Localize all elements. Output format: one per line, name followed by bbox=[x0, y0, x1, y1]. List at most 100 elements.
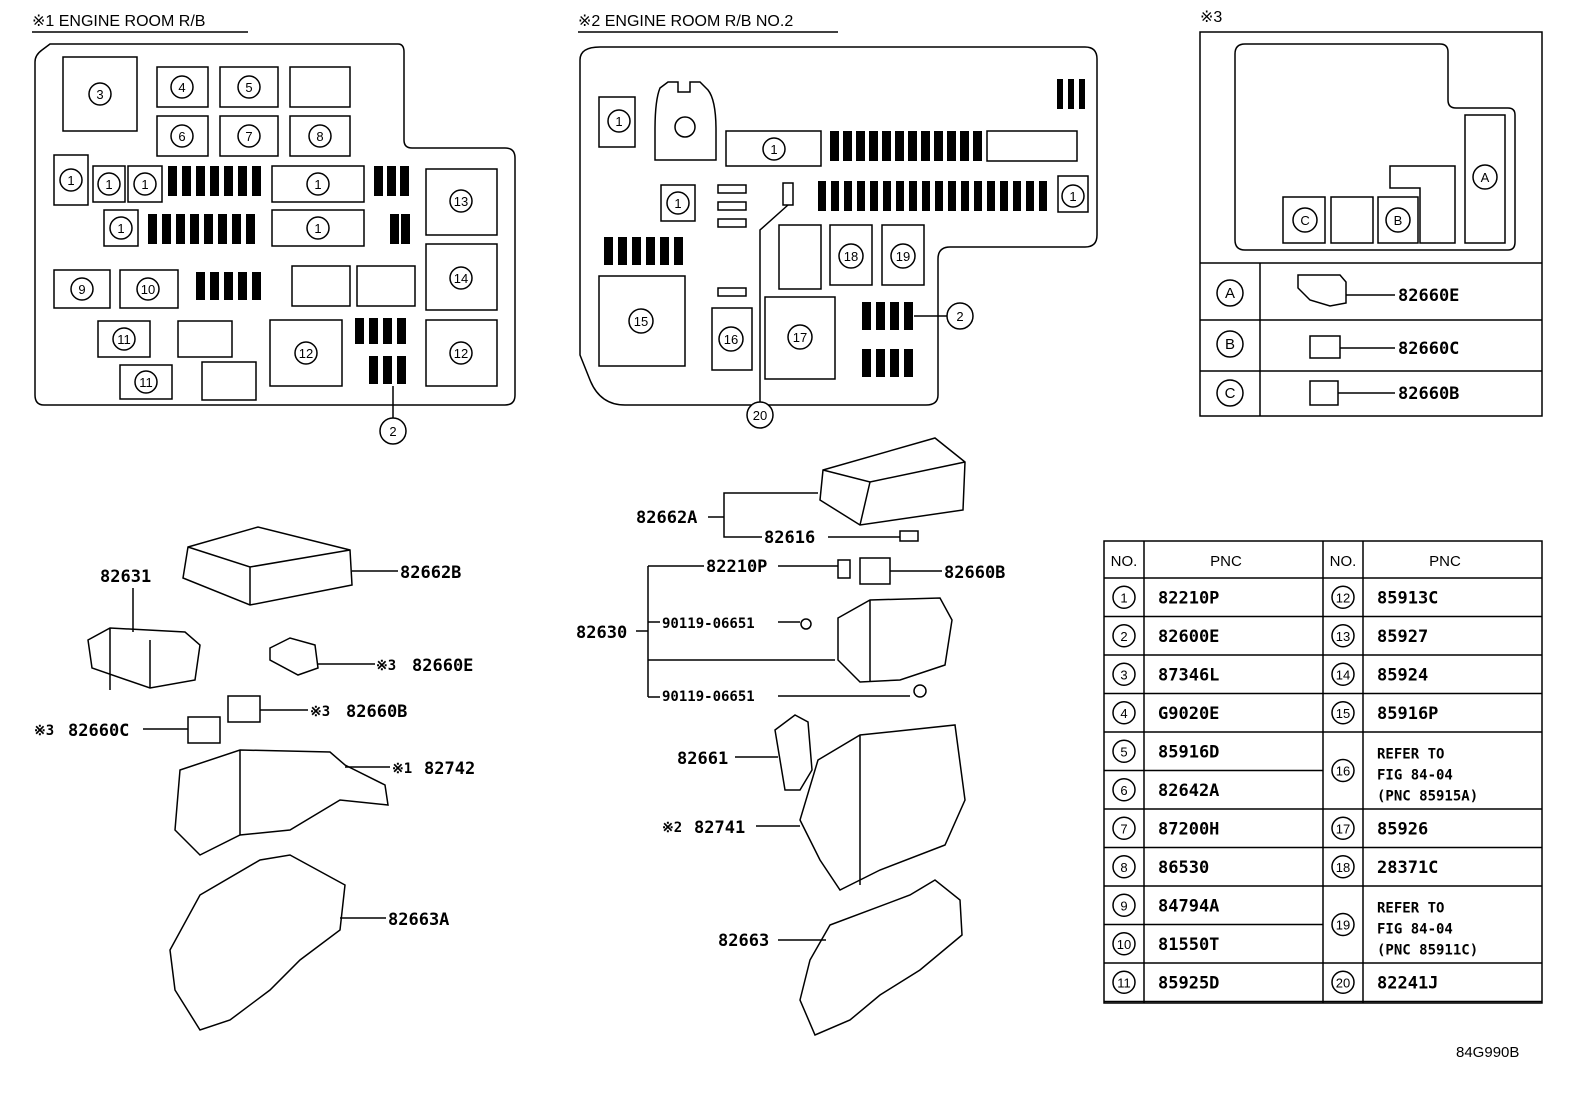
table-row: 6 82642A bbox=[1112, 778, 1219, 802]
svg-text:5: 5 bbox=[245, 80, 252, 95]
table-cell-pnc: 85927 bbox=[1377, 627, 1428, 647]
svg-text:13: 13 bbox=[454, 194, 468, 209]
svg-text:6: 6 bbox=[1120, 783, 1127, 798]
svg-text:9: 9 bbox=[78, 282, 85, 297]
table-cell-pnc: 85916D bbox=[1158, 742, 1219, 762]
table-row: 16 REFER TO FIG 84-04 (PNC 85915A) bbox=[1331, 747, 1478, 805]
svg-text:14: 14 bbox=[1336, 667, 1350, 682]
table-header-no-2: NO. bbox=[1330, 553, 1357, 570]
part-82663a: 82663A bbox=[388, 910, 449, 930]
table-cell-pnc: 87200H bbox=[1158, 819, 1219, 839]
table-cell-pnc: 86530 bbox=[1158, 858, 1209, 878]
svg-text:7: 7 bbox=[1120, 821, 1127, 836]
svg-text:11: 11 bbox=[1117, 975, 1131, 990]
table-cell-note: FIG 84-04 bbox=[1377, 768, 1453, 784]
svg-text:※2: ※2 bbox=[662, 820, 682, 836]
svg-text:10: 10 bbox=[1117, 937, 1131, 952]
table-cell-pnc: 82642A bbox=[1158, 781, 1219, 801]
table-cell-pnc: 85925D bbox=[1158, 973, 1219, 993]
svg-text:13: 13 bbox=[1336, 629, 1350, 644]
svg-text:17: 17 bbox=[1336, 821, 1350, 836]
section1-markers: 1 1 1 1 1 1 2 3 4 5 6 7 8 9 10 11 11 12 … bbox=[59, 75, 473, 445]
svg-text:1: 1 bbox=[674, 196, 681, 211]
svg-text:C: C bbox=[1225, 385, 1236, 402]
part-82660c: 82660C bbox=[68, 721, 129, 741]
svg-text:82660E: 82660E bbox=[1398, 286, 1459, 306]
svg-text:14: 14 bbox=[454, 271, 468, 286]
svg-text:2: 2 bbox=[956, 309, 963, 324]
legend-row-c: C 82660B bbox=[1216, 379, 1459, 407]
part-90119-06651-b: 90119-06651 bbox=[662, 689, 755, 705]
table-cell-pnc: 85916P bbox=[1377, 704, 1438, 724]
table-row: 7 87200H bbox=[1112, 816, 1219, 840]
svg-text:16: 16 bbox=[1336, 764, 1350, 779]
section1-title: ※1 ENGINE ROOM R/B bbox=[32, 13, 205, 30]
svg-text:A: A bbox=[1225, 285, 1235, 302]
svg-text:8: 8 bbox=[316, 129, 323, 144]
table-cell-pnc: 28371C bbox=[1377, 858, 1438, 878]
left-exploded-parts: 82662B 82631 ※3 82660E ※3 82660B ※3 8266… bbox=[34, 526, 475, 1031]
svg-text:1: 1 bbox=[314, 177, 321, 192]
svg-text:1: 1 bbox=[1069, 189, 1076, 204]
svg-text:19: 19 bbox=[1336, 918, 1350, 933]
section2-markers: 1 1 1 1 2 15 16 17 18 19 20 bbox=[607, 109, 1085, 429]
svg-text:12: 12 bbox=[299, 346, 313, 361]
svg-text:18: 18 bbox=[1336, 860, 1350, 875]
svg-text:12: 12 bbox=[454, 346, 468, 361]
table-row: 13 85927 bbox=[1331, 624, 1428, 648]
table-cell-note: FIG 84-04 bbox=[1377, 922, 1453, 938]
table-cell-pnc: 82210P bbox=[1158, 588, 1219, 608]
table-cell-pnc: G9020E bbox=[1158, 704, 1219, 724]
svg-text:82660B: 82660B bbox=[1398, 384, 1459, 404]
relay-legend-panel: ※3 A B C A 82660E B 82660C C 8 bbox=[1199, 9, 1543, 417]
table-cell-note: REFER TO bbox=[1377, 901, 1444, 917]
svg-text:6: 6 bbox=[178, 129, 185, 144]
part-82631: 82631 bbox=[100, 567, 151, 587]
svg-text:15: 15 bbox=[634, 314, 648, 329]
svg-text:1: 1 bbox=[105, 177, 112, 192]
table-row: 18 28371C bbox=[1331, 855, 1438, 879]
part-82741: 82741 bbox=[694, 818, 745, 838]
svg-text:B: B bbox=[1394, 213, 1403, 228]
table-row: 14 85924 bbox=[1331, 662, 1428, 686]
legend-row-a: A 82660E bbox=[1216, 274, 1459, 307]
table-cell-pnc: 85913C bbox=[1377, 588, 1438, 608]
svg-text:20: 20 bbox=[753, 408, 767, 423]
svg-text:1: 1 bbox=[141, 177, 148, 192]
svg-text:※1: ※1 bbox=[392, 761, 412, 777]
part-82660b-right: 82660B bbox=[944, 563, 1005, 583]
svg-text:9: 9 bbox=[1120, 898, 1127, 913]
engine-room-rb-diagram: ※1 ENGINE ROOM R/B bbox=[32, 13, 516, 445]
table-header-pnc: PNC bbox=[1210, 553, 1242, 570]
svg-text:3: 3 bbox=[1120, 667, 1127, 682]
table-header-no: NO. bbox=[1111, 553, 1138, 570]
table-cell-pnc: 84794A bbox=[1158, 896, 1219, 916]
middle-exploded-parts: 82662A 82616 82630 82210P 82660B 90119-0… bbox=[576, 437, 1005, 1036]
table-header-pnc-2: PNC bbox=[1429, 553, 1461, 570]
table-cell-note: REFER TO bbox=[1377, 747, 1444, 763]
part-82616: 82616 bbox=[764, 528, 815, 548]
svg-text:4: 4 bbox=[1120, 706, 1127, 721]
svg-text:※3: ※3 bbox=[376, 658, 396, 674]
part-82661: 82661 bbox=[677, 749, 728, 769]
table-row: 9 84794A bbox=[1112, 893, 1219, 917]
svg-text:18: 18 bbox=[844, 249, 858, 264]
table-row: 1 82210P bbox=[1112, 585, 1219, 609]
table-cell-pnc: 85924 bbox=[1377, 665, 1428, 685]
section2-title: ※2 ENGINE ROOM R/B NO.2 bbox=[578, 13, 793, 30]
table-cell-note: (PNC 85911C) bbox=[1377, 943, 1478, 959]
table-cell-pnc: 81550T bbox=[1158, 935, 1219, 955]
table-cell-note: (PNC 85915A) bbox=[1377, 789, 1478, 805]
svg-text:1: 1 bbox=[615, 114, 622, 129]
svg-text:1: 1 bbox=[1120, 590, 1127, 605]
part-82662b: 82662B bbox=[400, 563, 461, 583]
